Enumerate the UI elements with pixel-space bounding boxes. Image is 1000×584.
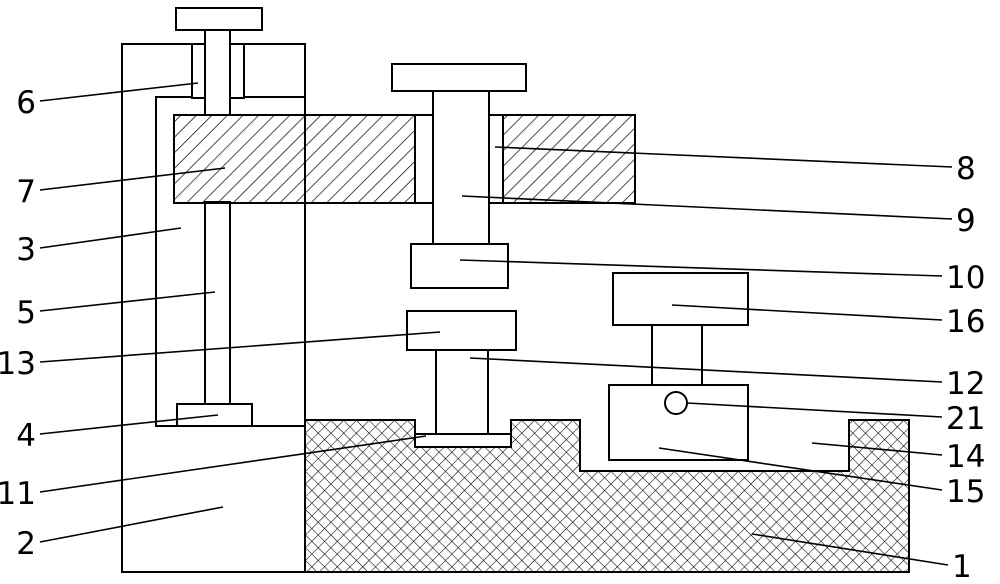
hatched-beam (173, 114, 636, 204)
guide-rod (204, 201, 231, 405)
label-4: 4 (16, 418, 36, 454)
leader-8 (494, 146, 953, 168)
socket (414, 433, 512, 448)
label-9: 9 (956, 203, 976, 239)
label-21: 21 (946, 401, 985, 437)
top-block (612, 272, 749, 326)
label-5: 5 (16, 295, 36, 331)
label-16: 16 (946, 304, 985, 340)
label-8: 8 (956, 151, 976, 187)
leader-16 (671, 304, 943, 321)
leader-14 (811, 442, 943, 456)
leader-6 (39, 82, 199, 102)
label-15: 15 (946, 474, 985, 510)
leader-13 (39, 331, 441, 363)
label-2: 2 (16, 526, 36, 562)
connector-neck (651, 324, 703, 386)
top-cap-middle (391, 63, 527, 92)
leader-5 (39, 291, 216, 312)
lower-post (435, 349, 489, 435)
leader-12 (469, 357, 943, 383)
leader-9 (461, 195, 953, 220)
leader-2 (39, 506, 224, 543)
label-3: 3 (16, 232, 36, 268)
label-12: 12 (946, 366, 985, 402)
pin-circle (664, 391, 688, 415)
leader-7 (39, 167, 226, 191)
label-6: 6 (16, 85, 36, 121)
leader-11 (39, 435, 427, 493)
vertical-shaft (432, 90, 490, 245)
top-cap-left (175, 7, 263, 31)
label-13: 13 (0, 346, 36, 382)
leader-21 (686, 402, 943, 418)
label-1: 1 (952, 549, 972, 584)
leader-4 (39, 414, 219, 435)
lower-pad (406, 310, 517, 351)
leader-1 (751, 533, 949, 566)
screw-shaft (204, 29, 231, 116)
label-10: 10 (946, 260, 985, 296)
leader-15 (658, 447, 943, 491)
label-14: 14 (946, 439, 985, 475)
upper-pad (410, 243, 509, 289)
leader-3 (39, 227, 182, 249)
label-7: 7 (16, 174, 36, 210)
leader-10 (459, 259, 943, 277)
label-11: 11 (0, 476, 36, 512)
